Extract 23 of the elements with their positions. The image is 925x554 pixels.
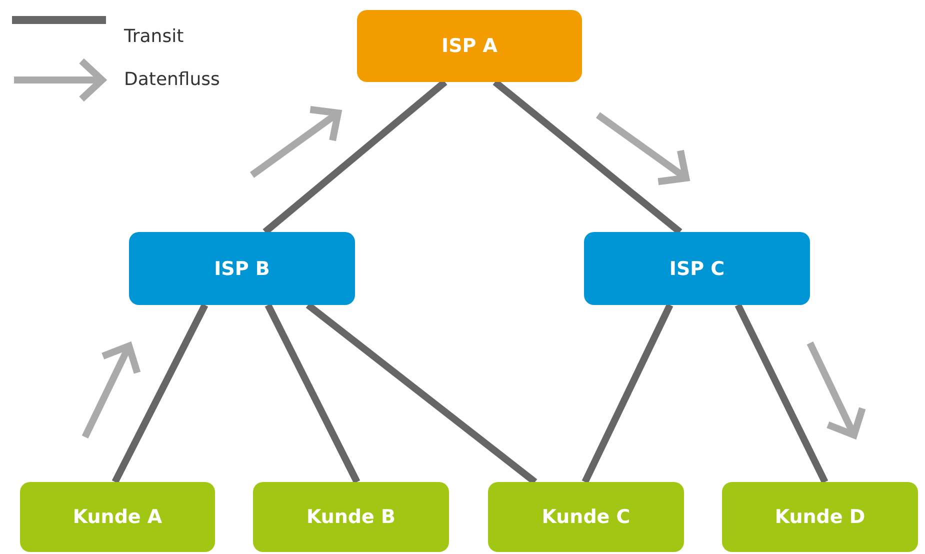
- legend-label: Transit: [124, 26, 184, 47]
- transit-line: [112, 303, 208, 484]
- node-label: ISP A: [442, 35, 498, 57]
- transit-line: [492, 79, 682, 235]
- customer-box: [20, 482, 215, 552]
- node-label: Kunde A: [72, 506, 162, 528]
- transit-line: [264, 303, 360, 484]
- transit-line: [262, 79, 448, 235]
- isp-box: [357, 10, 582, 82]
- transit-line: [734, 303, 828, 484]
- legend-label: Datenfluss: [124, 69, 220, 90]
- node-label: Kunde C: [542, 506, 630, 528]
- isp-box: [584, 232, 810, 305]
- node-label: ISP B: [214, 258, 270, 280]
- customer-box: [253, 482, 449, 552]
- node-label: Kunde D: [774, 506, 866, 528]
- customer-box: [722, 482, 918, 552]
- node-label: ISP C: [669, 258, 725, 280]
- transit-line: [582, 303, 674, 484]
- isp-box: [129, 232, 355, 305]
- node-label: Kunde B: [306, 506, 396, 528]
- customer-box: [488, 482, 684, 552]
- transit-line: [306, 302, 538, 485]
